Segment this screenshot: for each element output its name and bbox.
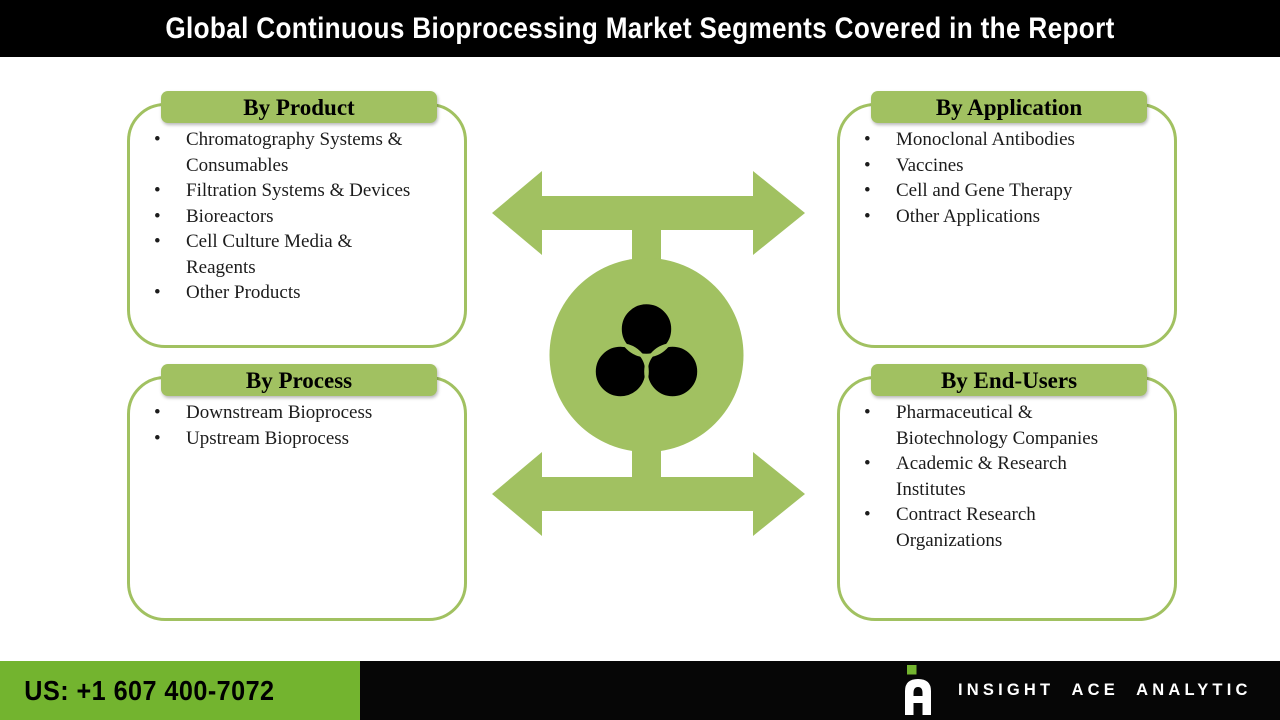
list-item: Other Applications (860, 204, 1162, 230)
segment-list-process: Downstream BioprocessUpstream Bioprocess (150, 400, 452, 451)
segment-body: Pharmaceutical & Biotechnology Companies… (840, 379, 1174, 553)
double-arrow-top-icon (492, 171, 805, 255)
segment-tab-application: By Application (871, 91, 1147, 123)
segment-title: By End-Users (940, 367, 1078, 393)
title-bar: Global Continuous Bioprocessing Market S… (0, 0, 1280, 57)
list-item: Contract Research Organizations (860, 502, 1162, 553)
phone-badge: US: +1 607 400-7072 (0, 661, 360, 720)
list-item: Academic & Research Institutes (860, 451, 1162, 502)
list-item: Cell Culture Media & Reagents (150, 229, 452, 280)
brand-name: INSIGHT ACE ANALYTIC (958, 681, 1252, 699)
list-item: Other Products (150, 280, 452, 306)
segment-box-product: By Product Chromatography Systems & Cons… (127, 91, 467, 348)
list-item: Cell and Gene Therapy (860, 178, 1162, 204)
list-item: Filtration Systems & Devices (150, 178, 452, 204)
list-item: Bioreactors (150, 204, 452, 230)
list-item: Downstream Bioprocess (150, 400, 452, 426)
segment-body: Downstream BioprocessUpstream Bioprocess (130, 379, 464, 451)
segment-list-product: Chromatography Systems & ConsumablesFilt… (150, 127, 452, 306)
segment-box-process: By Process Downstream BioprocessUpstream… (127, 364, 467, 621)
segment-list-end-users: Pharmaceutical & Biotechnology Companies… (860, 400, 1162, 553)
phone-number: US: +1 607 400-7072 (24, 674, 275, 706)
connector-bottom (632, 436, 661, 482)
list-item: Chromatography Systems & Consumables (150, 127, 452, 178)
segment-title: By Product (243, 94, 355, 120)
segment-title: By Process (245, 367, 353, 393)
segment-tab-end-users: By End-Users (871, 364, 1147, 396)
double-arrow-bottom-icon (492, 452, 805, 536)
list-item: Pharmaceutical & Biotechnology Companies (860, 400, 1162, 451)
list-item: Vaccines (860, 153, 1162, 179)
list-item: Monoclonal Antibodies (860, 127, 1162, 153)
venn-diagram-icon (592, 300, 701, 400)
segment-body: Monoclonal AntibodiesVaccinesCell and Ge… (840, 106, 1174, 229)
segment-tab-process: By Process (161, 364, 437, 396)
segment-box-end-users: By End-Users Pharmaceutical & Biotechnol… (837, 364, 1177, 621)
insight-ace-logo-icon (905, 665, 931, 715)
segment-box-application: By Application Monoclonal AntibodiesVacc… (837, 91, 1177, 348)
page-title: Global Continuous Bioprocessing Market S… (165, 12, 1115, 45)
segment-body: Chromatography Systems & ConsumablesFilt… (130, 106, 464, 306)
segment-title: By Application (935, 94, 1083, 120)
segment-list-application: Monoclonal AntibodiesVaccinesCell and Ge… (860, 127, 1162, 229)
center-graphic (492, 171, 805, 536)
list-item: Upstream Bioprocess (150, 426, 452, 452)
segment-tab-product: By Product (161, 91, 437, 123)
